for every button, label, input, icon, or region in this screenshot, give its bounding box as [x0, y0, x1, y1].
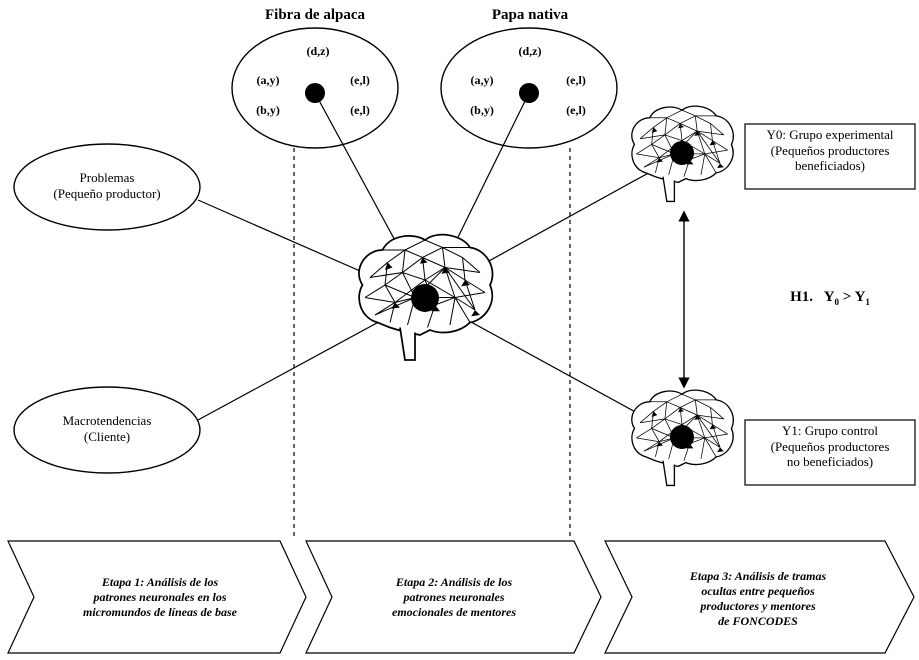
y1-line2: (Pequeños productores — [770, 438, 890, 454]
stage-1-line2: patrones neuronales en los — [93, 590, 227, 604]
y0-line3: beneficiados) — [794, 158, 866, 174]
alpaca-coord-top: (d,z) — [306, 44, 330, 58]
alpaca-coord-right-lower: (e,l) — [350, 103, 370, 117]
experimental-brain-node — [670, 141, 694, 165]
problems-label: Problemas (Pequeño productor) — [17, 170, 197, 201]
y1-line1: Y1: Grupo control — [781, 423, 879, 438]
stage-1-label: Etapa 1: Análisis de los patrones neuron… — [40, 575, 280, 620]
trends-label: Macrotendencias (Cliente) — [17, 413, 197, 444]
hypothesis-rhs: Y — [854, 289, 866, 305]
stage-3-line2: ocultas entre pequeños — [701, 584, 815, 598]
stage-3-line4: de FONCODES — [718, 614, 798, 628]
papa-node-dot — [519, 83, 539, 103]
papa-coord-right-lower: (e,l) — [566, 103, 586, 117]
stage-2-label: Etapa 2: Análisis de los patrones neuron… — [336, 575, 572, 620]
trends-line2: (Cliente) — [83, 428, 131, 444]
alpaca-coord-left-lower: (b,y) — [256, 103, 280, 117]
y0-line1: Y0: Grupo experimental — [766, 127, 894, 142]
papa-title: Papa nativa — [491, 7, 569, 23]
stage-2-line2: patrones neuronales — [403, 590, 505, 604]
alpaca-node-dot — [305, 83, 325, 103]
trends-line1: Macrotendencias — [62, 413, 152, 428]
alpaca-title: Fibra de alpaca — [265, 7, 365, 23]
stage-1-line1: Etapa 1: Análisis de los — [101, 575, 219, 589]
control-brain-node — [670, 425, 694, 449]
papa-coord-left-lower: (b,y) — [470, 103, 494, 117]
problems-line2: (Pequeño productor) — [53, 185, 161, 201]
papa-coord-top: (d,z) — [518, 44, 542, 58]
hypothesis-rhs-sub: 1 — [865, 297, 870, 307]
hypothesis-label: H1. — [790, 289, 813, 305]
stage-2-line1: Etapa 2: Análisis de los — [395, 575, 513, 589]
stage-3-label: Etapa 3: Análisis de tramas ocultas entr… — [636, 569, 880, 629]
stage-1-line3: micromundos de líneas de base — [82, 605, 237, 619]
hypothesis: H1. Y0 > Y1 — [760, 288, 900, 308]
alpaca-coord-right-upper: (e,l) — [350, 73, 370, 87]
stage-3-line3: productores y mentores — [700, 599, 816, 613]
papa-coord-right-upper: (e,l) — [566, 73, 586, 87]
central-brain-node — [411, 284, 439, 312]
y0-group-label: Y0: Grupo experimental (Pequeños product… — [745, 127, 915, 174]
hypothesis-operator: > — [842, 289, 852, 305]
hypothesis-lhs-sub: 0 — [834, 297, 840, 307]
stage-3-line1: Etapa 3: Análisis de tramas — [689, 569, 827, 583]
y0-line2: (Pequeños productores — [770, 142, 890, 158]
y1-line3: no beneficiados) — [786, 454, 874, 470]
papa-coord-left-upper: (a,y) — [470, 73, 494, 87]
stage-2-chevron — [305, 540, 602, 654]
problems-ellipse — [13, 143, 201, 231]
y0-group-box — [744, 123, 916, 190]
y1-group-box — [744, 419, 916, 486]
stage-2-line3: emocionales de mentores — [392, 605, 516, 619]
alpaca-coord-left-upper: (a,y) — [256, 73, 280, 87]
hypothesis-lhs: Y — [823, 289, 835, 305]
trends-ellipse — [13, 386, 201, 474]
stage-1-chevron — [7, 540, 307, 654]
problems-line1: Problemas — [79, 170, 135, 185]
y1-group-label: Y1: Grupo control (Pequeños productores … — [745, 423, 915, 470]
stage-3-chevron — [604, 540, 915, 654]
